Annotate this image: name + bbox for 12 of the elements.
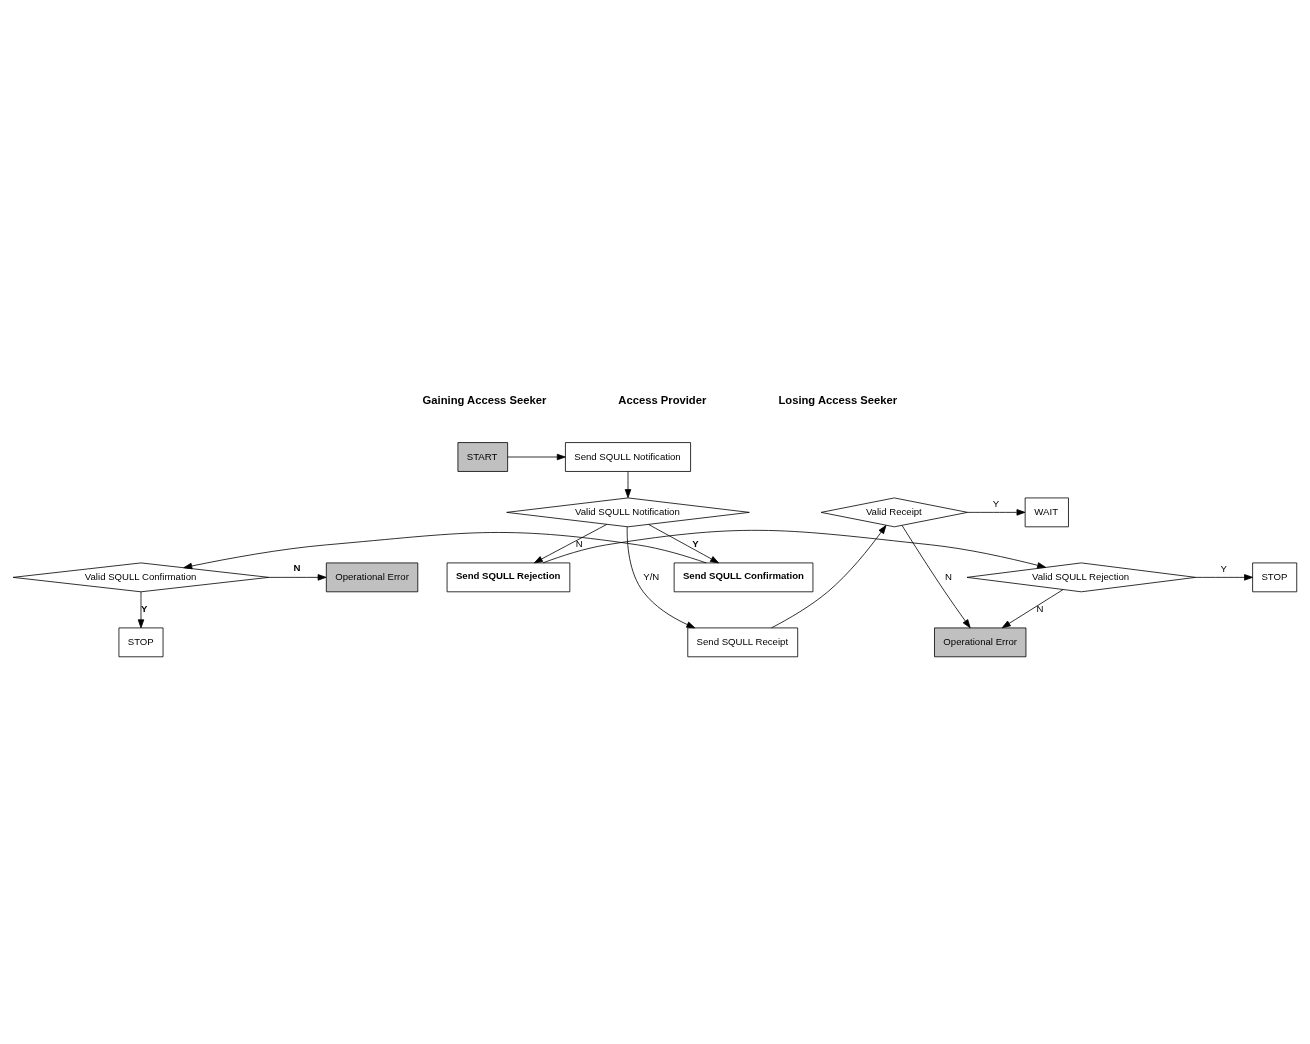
label: Access Provider (618, 393, 707, 406)
edge-label: Y (992, 498, 1000, 510)
edge-label: N (575, 538, 583, 550)
edge-label: Y/N (643, 570, 660, 582)
label: Gaining Access Seeker (422, 393, 547, 406)
edge-label: Y (692, 537, 699, 549)
edge-label: N (944, 570, 952, 582)
edge-label: N (1036, 603, 1044, 615)
edge-label: Y (1220, 563, 1227, 575)
edge-label: N (293, 562, 301, 574)
edge-label: Y (140, 602, 148, 614)
label: Losing Access Seeker (778, 393, 898, 406)
